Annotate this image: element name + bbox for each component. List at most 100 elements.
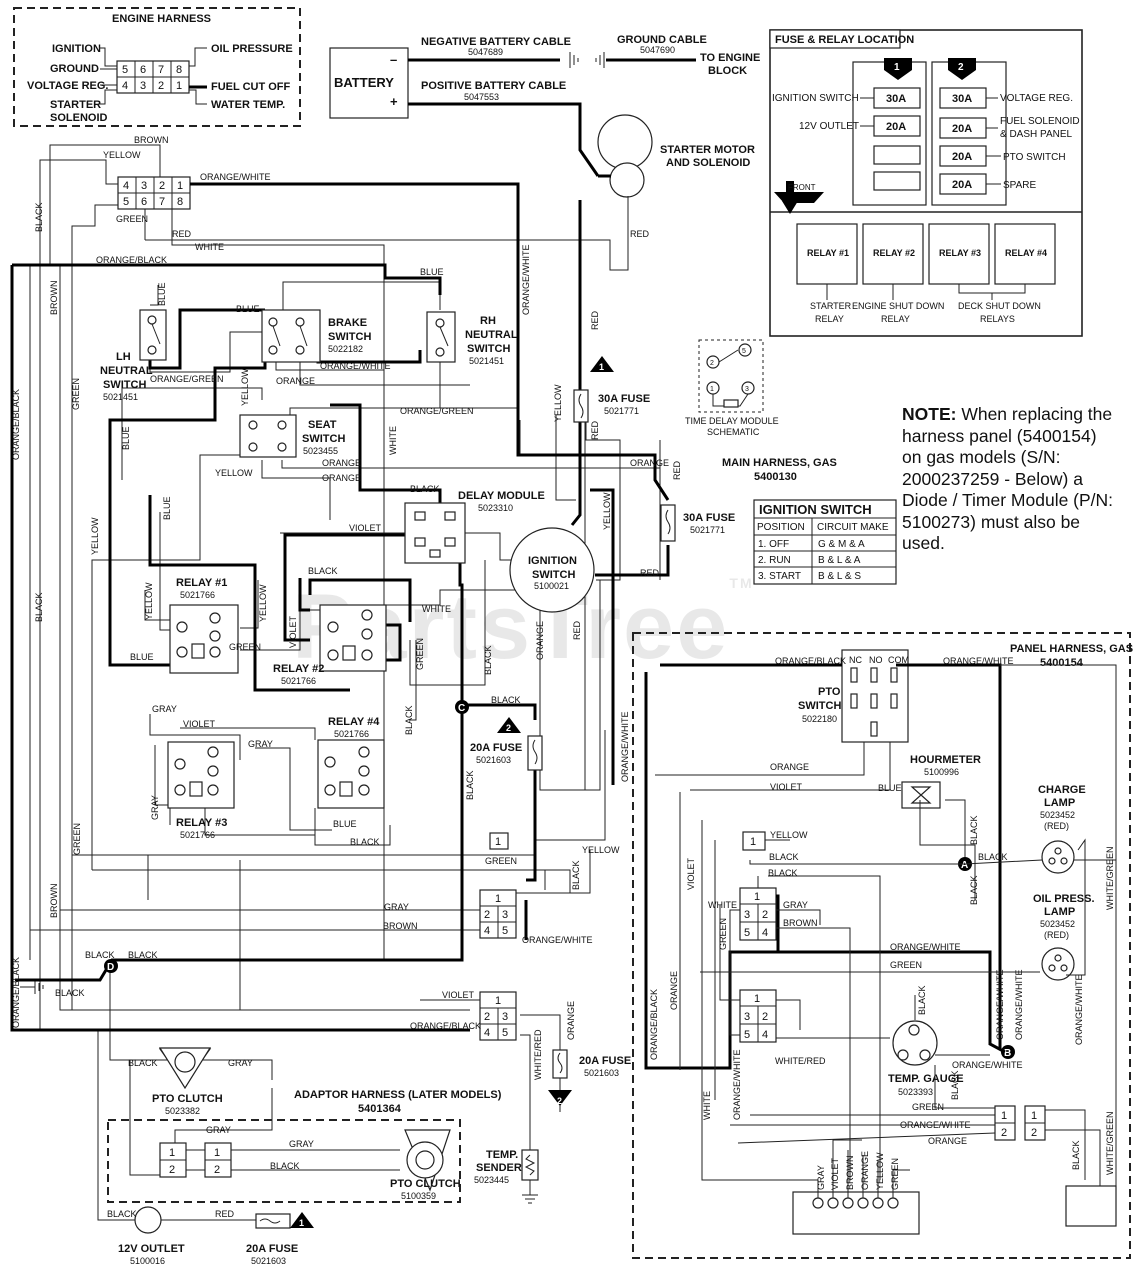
svg-text:YELLOW: YELLOW [770,830,808,840]
ign-l1: IGNITION [528,555,577,567]
svg-text:VIOLET: VIOLET [288,615,298,648]
svg-text:BLUE: BLUE [236,304,260,314]
svg-text:BLACK: BLACK [34,592,44,622]
svg-text:BLACK: BLACK [1071,1140,1081,1170]
svg-text:GREEN: GREEN [890,1158,900,1190]
fuse-relay-location: FUSE & RELAY LOCATION 1 2 30A IGNITION S… [769,29,1083,337]
svg-text:ORANGE: ORANGE [535,621,545,660]
svg-text:YELLOW: YELLOW [215,468,253,478]
ts-l1: TEMP. [486,1149,518,1161]
svg-text:2: 2 [1001,1127,1007,1139]
delay-pn: 5023310 [478,503,513,513]
svg-text:BLUE: BLUE [878,783,902,793]
relay1-pn: 5021766 [180,590,215,600]
ground-pn: 5047690 [640,45,675,55]
svg-text:BLUE: BLUE [162,496,172,520]
svg-text:YELLOW: YELLOW [103,150,141,160]
svg-text:B: B [1004,1048,1011,1059]
svg-text:BLACK: BLACK [969,815,979,845]
svg-text:VIOLET: VIOLET [442,990,475,1000]
svg-text:2: 2 [484,909,490,921]
delay-module: DELAY MODULE 5023310 [404,490,545,564]
svg-text:BLACK: BLACK [917,985,927,1015]
svg-text:BLACK: BLACK [128,1058,158,1068]
svg-text:1: 1 [1031,1110,1037,1122]
svg-text:1: 1 [599,362,604,372]
svg-text:BLACK: BLACK [978,852,1008,862]
svg-text:BLUE: BLUE [333,819,357,829]
charge-c: (RED) [1044,821,1069,831]
fuse-label: IGNITION SWITCH [772,93,859,104]
oil-l2: LAMP [1044,906,1075,918]
svg-text:2: 2 [762,1011,768,1023]
svg-text:GRAY: GRAY [150,795,160,820]
svg-text:ORANGE/WHITE: ORANGE/WHITE [1014,969,1024,1040]
svg-text:BLACK: BLACK [769,852,799,862]
svg-text:BROWN: BROWN [783,918,818,928]
svg-text:YELLOW: YELLOW [875,1152,885,1190]
fuse-label: 12V OUTLET [799,121,859,132]
to-engine-2: BLOCK [708,65,747,77]
relay4-pn: 5021766 [334,729,369,739]
main-harness-l1: MAIN HARNESS, GAS [722,457,837,469]
outlet-pn: 5100016 [130,1256,165,1266]
svg-text:GRAY: GRAY [816,1165,826,1190]
svg-text:GRAY: GRAY [152,704,177,714]
svg-text:ORANGE/WHITE: ORANGE/WHITE [890,942,961,952]
svg-text:BLACK: BLACK [491,695,521,705]
outlet-l1: 12V OUTLET [118,1243,185,1255]
svg-text:RED: RED [640,568,660,578]
svg-text:BLUE: BLUE [157,282,167,306]
svg-text:3: 3 [745,386,749,393]
relay-2: RELAY #2 5021766 [273,604,387,686]
svg-text:GRAY: GRAY [783,900,808,910]
fuse20a-l1: 20A FUSE [470,742,522,754]
svg-text:ORANGE/BLACK: ORANGE/BLACK [649,989,659,1060]
svg-text:BLACK: BLACK [128,950,158,960]
svg-text:A: A [961,860,968,871]
small-connectors: 1 1 2 3 4 5 1 2 3 4 5 [479,832,517,1041]
svg-text:BLACK: BLACK [950,1070,960,1100]
eh-starter: STARTER [50,99,101,111]
eh-ground: GROUND [50,63,99,75]
svg-text:BLACK: BLACK [969,875,979,905]
main-wires [20,144,661,1221]
pto-l1: PTO [818,686,841,698]
svg-text:WHITE/GREEN: WHITE/GREEN [1105,846,1115,910]
svg-text:GREEN: GREEN [485,856,517,866]
main-wires-bold [10,182,670,1032]
eh-voltage: VOLTAGE REG. [27,80,109,92]
svg-text:WHITE/GREEN: WHITE/GREEN [1105,1111,1115,1175]
brake-l1: BRAKE [328,317,367,329]
eh-solenoid: SOLENOID [50,112,108,124]
svg-text:BLACK: BLACK [410,484,440,494]
svg-text:GRAY: GRAY [289,1139,314,1149]
ts-l2: SENDER [476,1162,522,1174]
rh-l3: SWITCH [467,343,510,355]
fuse20b-l1: 20A FUSE [579,1055,631,1067]
oil-c: (RED) [1044,930,1069,940]
svg-text:3: 3 [502,1011,508,1023]
svg-text:YELLOW: YELLOW [90,517,100,555]
eh-pin: 3 [140,80,146,92]
svg-text:2: 2 [1031,1127,1037,1139]
svg-text:BLACK: BLACK [465,770,475,800]
svg-text:VIOLET: VIOLET [830,1157,840,1190]
svg-text:1: 1 [177,180,183,192]
svg-text:ORANGE/WHITE: ORANGE/WHITE [952,1060,1023,1070]
svg-text:BROWN: BROWN [49,281,59,316]
starter-l1: STARTER MOTOR [660,144,755,156]
eh-fuel: FUEL CUT OFF [211,81,291,93]
adaptor-pn: 5401364 [358,1103,402,1115]
ground-cable: GROUND CABLE [617,34,707,46]
svg-text:2: 2 [169,1164,175,1176]
lh-l1: LH [116,351,131,363]
oil-pn: 5023452 [1040,919,1075,929]
tg-l1: TEMP. GAUGE [888,1073,964,1085]
pto-l2: SWITCH [798,700,841,712]
ptoc1-l1: PTO CLUTCH [152,1093,223,1105]
svg-text:4: 4 [762,927,768,939]
battery-minus: – [390,52,397,67]
svg-text:ORANGE/WHITE: ORANGE/WHITE [943,656,1014,666]
svg-text:BROWN: BROWN [134,135,169,145]
